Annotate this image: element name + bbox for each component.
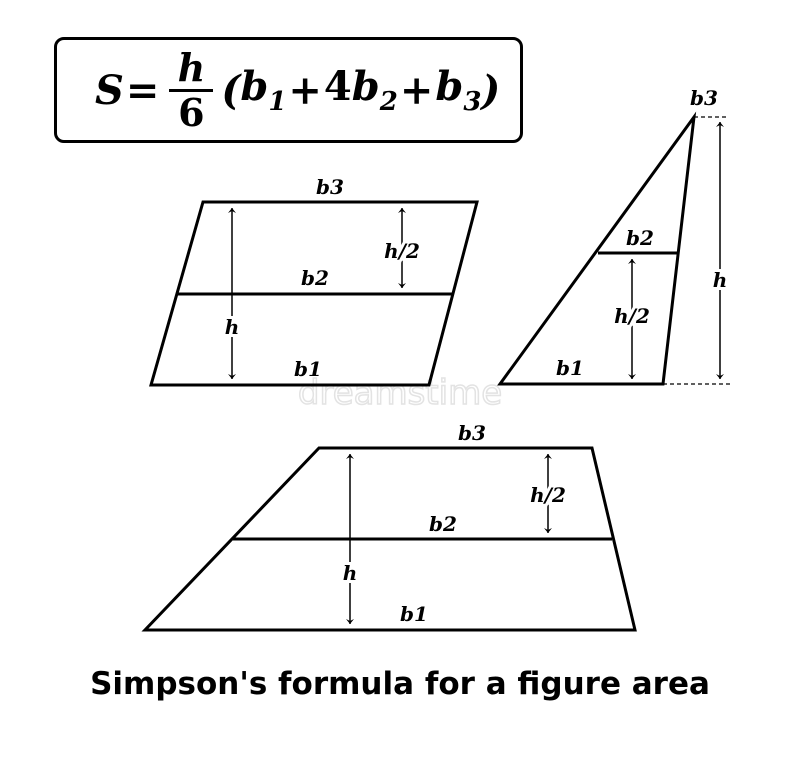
parallelogram-b1-label: b1 [294, 357, 322, 381]
triangle-b3-label: b3 [690, 86, 718, 110]
formula-lhs: S [95, 66, 124, 114]
triangle-b1-label: b1 [556, 356, 584, 380]
simpson-formula: S = h 6 ( b1 + 4b2 + b3 ) [95, 40, 500, 140]
fraction-bar [169, 88, 214, 92]
triangle-outline [497, 111, 697, 386]
parallelogram-b2-label: b2 [301, 266, 329, 290]
watermark: dreamstime [298, 373, 502, 413]
parallelogram-h-half-label: h/2 [384, 239, 420, 263]
formula-b1: b1 [240, 63, 287, 117]
trapezoid-h-half-label: h/2 [530, 483, 566, 507]
caption: Simpson's formula for a figure area [90, 666, 710, 702]
formula-fraction: h 6 [169, 44, 214, 135]
triangle-h-label: h [713, 268, 728, 292]
formula-box: S = h 6 ( b1 + 4b2 + b3 ) [54, 37, 523, 143]
parallelogram-outline [149, 200, 479, 387]
trapezoid-h-label: h [343, 561, 358, 585]
triangle-b2-label: b2 [626, 226, 654, 250]
formula-numerator: h [177, 44, 206, 90]
parallelogram-h-label: h [225, 315, 240, 339]
formula-open-paren: ( [221, 66, 241, 114]
formula-b3: b3 [435, 63, 482, 117]
trapezoid-b1-label: b1 [400, 602, 428, 626]
triangle-h-half-label: h/2 [614, 304, 650, 328]
parallelogram-figure: b3 b2 b1 h h/2 [149, 175, 479, 387]
formula-denominator: 6 [178, 89, 205, 135]
parallelogram-b3-label: b3 [316, 175, 344, 199]
formula-plus-1: + [288, 66, 322, 114]
trapezoid-outline [141, 446, 637, 632]
trapezoid-b3-label: b3 [458, 421, 486, 445]
trapezoid-figure: b3 b2 b1 h h/2 [141, 421, 637, 632]
formula-4b2: 4b2 [323, 63, 398, 117]
trapezoid-b2-label: b2 [429, 512, 457, 536]
triangle-figure: b3 b2 b1 h h/2 [497, 86, 732, 386]
formula-equals: = [125, 66, 160, 114]
formula-plus-2: + [399, 66, 434, 114]
formula-close-paren: ) [481, 66, 501, 114]
